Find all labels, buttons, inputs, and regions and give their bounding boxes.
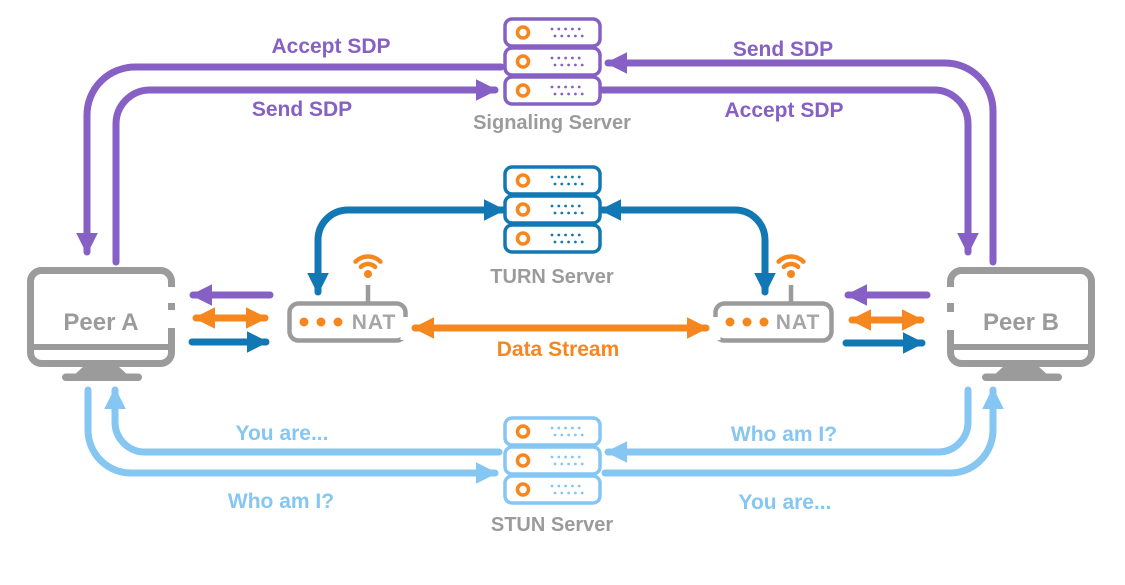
arrow-turn-right <box>598 199 776 296</box>
nat-right-label: NAT <box>776 311 821 334</box>
wifi-icon <box>779 256 804 278</box>
label-send-sdp-left: Send SDP <box>252 98 352 121</box>
arrow-accept-sdp-to-peer-b <box>598 86 979 256</box>
arrow-who-am-i-from-peer-b <box>604 386 972 463</box>
signaling-server-icon <box>503 17 602 106</box>
border-gaps <box>166 287 956 340</box>
peer-b-label: Peer B <box>983 309 1059 336</box>
arrow-send-sdp-from-peer-b <box>604 52 997 266</box>
nat-left-label: NAT <box>352 311 397 334</box>
peer-a-label: Peer A <box>63 309 138 336</box>
nat-right-router-icon <box>716 256 832 340</box>
stun-server-label: STUN Server <box>491 514 613 536</box>
label-accept-sdp-right: Accept SDP <box>724 99 843 122</box>
label-you-are-right: You are... <box>739 491 832 514</box>
arrow-who-am-i-from-peer-a <box>84 386 499 484</box>
arrow-turn-left <box>307 199 507 296</box>
arrow-accept-sdp-to-peer-a <box>76 63 505 256</box>
arrow-send-sdp-from-peer-a <box>112 79 499 266</box>
turn-server-icon <box>503 165 602 254</box>
arrow-you-are-to-peer-b <box>601 386 1004 477</box>
label-accept-sdp-left: Accept SDP <box>271 35 390 58</box>
label-send-sdp-right: Send SDP <box>733 38 833 61</box>
label-who-am-i-left: Who am I? <box>228 490 334 513</box>
label-who-am-i-right: Who am I? <box>731 423 837 446</box>
arrow-you-are-to-peer-a <box>104 386 503 456</box>
label-you-are-left: You are... <box>236 422 329 445</box>
signaling-server-label: Signaling Server <box>473 112 631 134</box>
turn-server-label: TURN Server <box>490 266 614 288</box>
label-data-stream: Data Stream <box>497 338 620 361</box>
wifi-icon <box>356 256 381 278</box>
stun-server-icon <box>503 416 602 505</box>
